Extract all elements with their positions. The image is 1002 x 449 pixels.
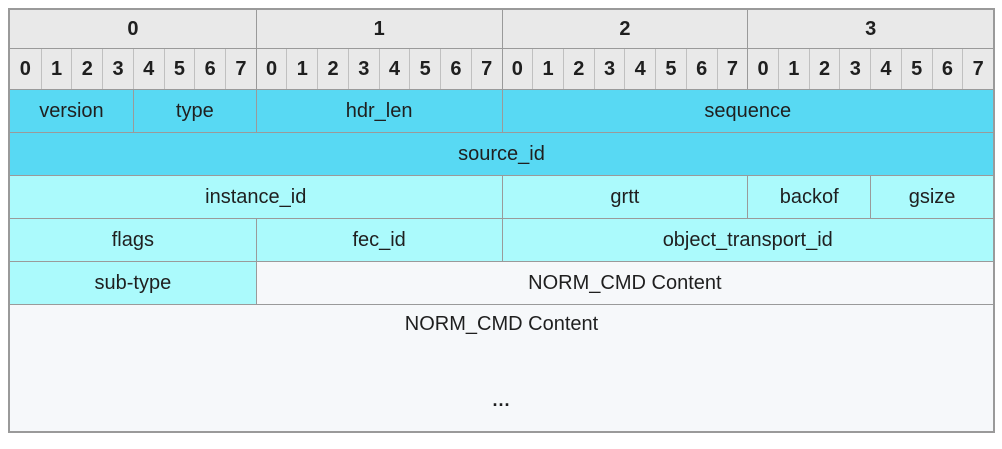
bit-header: 7: [225, 49, 256, 89]
field-gsize: gsize: [870, 176, 993, 218]
bit-header: 3: [839, 49, 870, 89]
bit-header: 2: [808, 49, 840, 89]
field-type: type: [132, 90, 256, 132]
field-sequence: sequence: [501, 90, 993, 132]
field-instance-id: instance_id: [10, 176, 502, 218]
field-grtt: grtt: [501, 176, 748, 218]
field-version: version: [10, 90, 133, 132]
field-object-transport-id: object_transport_id: [501, 219, 993, 261]
bit-header: 4: [870, 49, 901, 89]
bit-header: 6: [685, 49, 717, 89]
byte-header-3: 3: [747, 10, 993, 48]
field-flags: flags: [10, 219, 256, 261]
bit-header: 0: [255, 49, 287, 89]
bit-header-row: 0 1 2 3 4 5 6 7 0 1 2 3 4 5 6 7 0 1 2 3 …: [10, 48, 993, 89]
bit-header: 4: [624, 49, 655, 89]
packet-header-diagram: 0 1 2 3 0 1 2 3 4 5 6 7 0 1 2 3 4 5 6 7 …: [8, 8, 995, 433]
field-row-instance-id: instance_id grtt backof gsize: [10, 175, 993, 218]
bit-header: 7: [962, 49, 993, 89]
cmd-content-ellipsis: ...: [492, 390, 511, 410]
bit-header: 2: [71, 49, 102, 89]
field-sub-type: sub-type: [10, 262, 256, 304]
bit-header: 3: [347, 49, 379, 89]
bit-header: 3: [102, 49, 133, 89]
field-row-flags: flags fec_id object_transport_id: [10, 218, 993, 261]
bit-header: 1: [40, 49, 72, 89]
bit-header: 6: [440, 49, 471, 89]
bit-header: 1: [286, 49, 317, 89]
bit-header: 0: [747, 49, 778, 89]
field-row-sub-type: sub-type NORM_CMD Content: [10, 261, 993, 304]
bit-header: 1: [532, 49, 563, 89]
byte-header-0: 0: [127, 17, 139, 40]
bit-header: 5: [655, 49, 686, 89]
field-norm-cmd-content: NORM_CMD Content: [255, 262, 993, 304]
bit-header: 2: [317, 49, 348, 89]
bit-header: 2: [562, 49, 594, 89]
field-fec-id: fec_id: [255, 219, 502, 261]
bit-header: 3: [593, 49, 625, 89]
cmd-content-label: NORM_CMD Content: [404, 313, 599, 335]
field-backof: backof: [747, 176, 871, 218]
field-hdr-len: hdr_len: [255, 90, 502, 132]
field-row-source-id: source_id: [10, 132, 993, 175]
bit-header: 7: [470, 49, 502, 89]
bit-header: 0: [501, 49, 533, 89]
bit-header: 0: [19, 57, 31, 80]
bit-header: 5: [900, 49, 932, 89]
field-row-version: version type hdr_len sequence: [10, 89, 993, 132]
bit-header: 4: [132, 49, 164, 89]
bit-header: 1: [777, 49, 809, 89]
cmd-content-area: NORM_CMD Content ...: [10, 304, 993, 431]
bit-header: 6: [194, 49, 225, 89]
bit-header: 5: [409, 49, 440, 89]
byte-header-2: 2: [501, 10, 748, 48]
byte-header-row: 0 1 2 3: [10, 10, 993, 48]
bit-header: 5: [163, 49, 195, 89]
bit-header: 7: [716, 49, 748, 89]
byte-header-1: 1: [255, 10, 502, 48]
bit-header: 6: [931, 49, 963, 89]
field-source-id: source_id: [10, 133, 993, 175]
bit-header: 4: [378, 49, 410, 89]
